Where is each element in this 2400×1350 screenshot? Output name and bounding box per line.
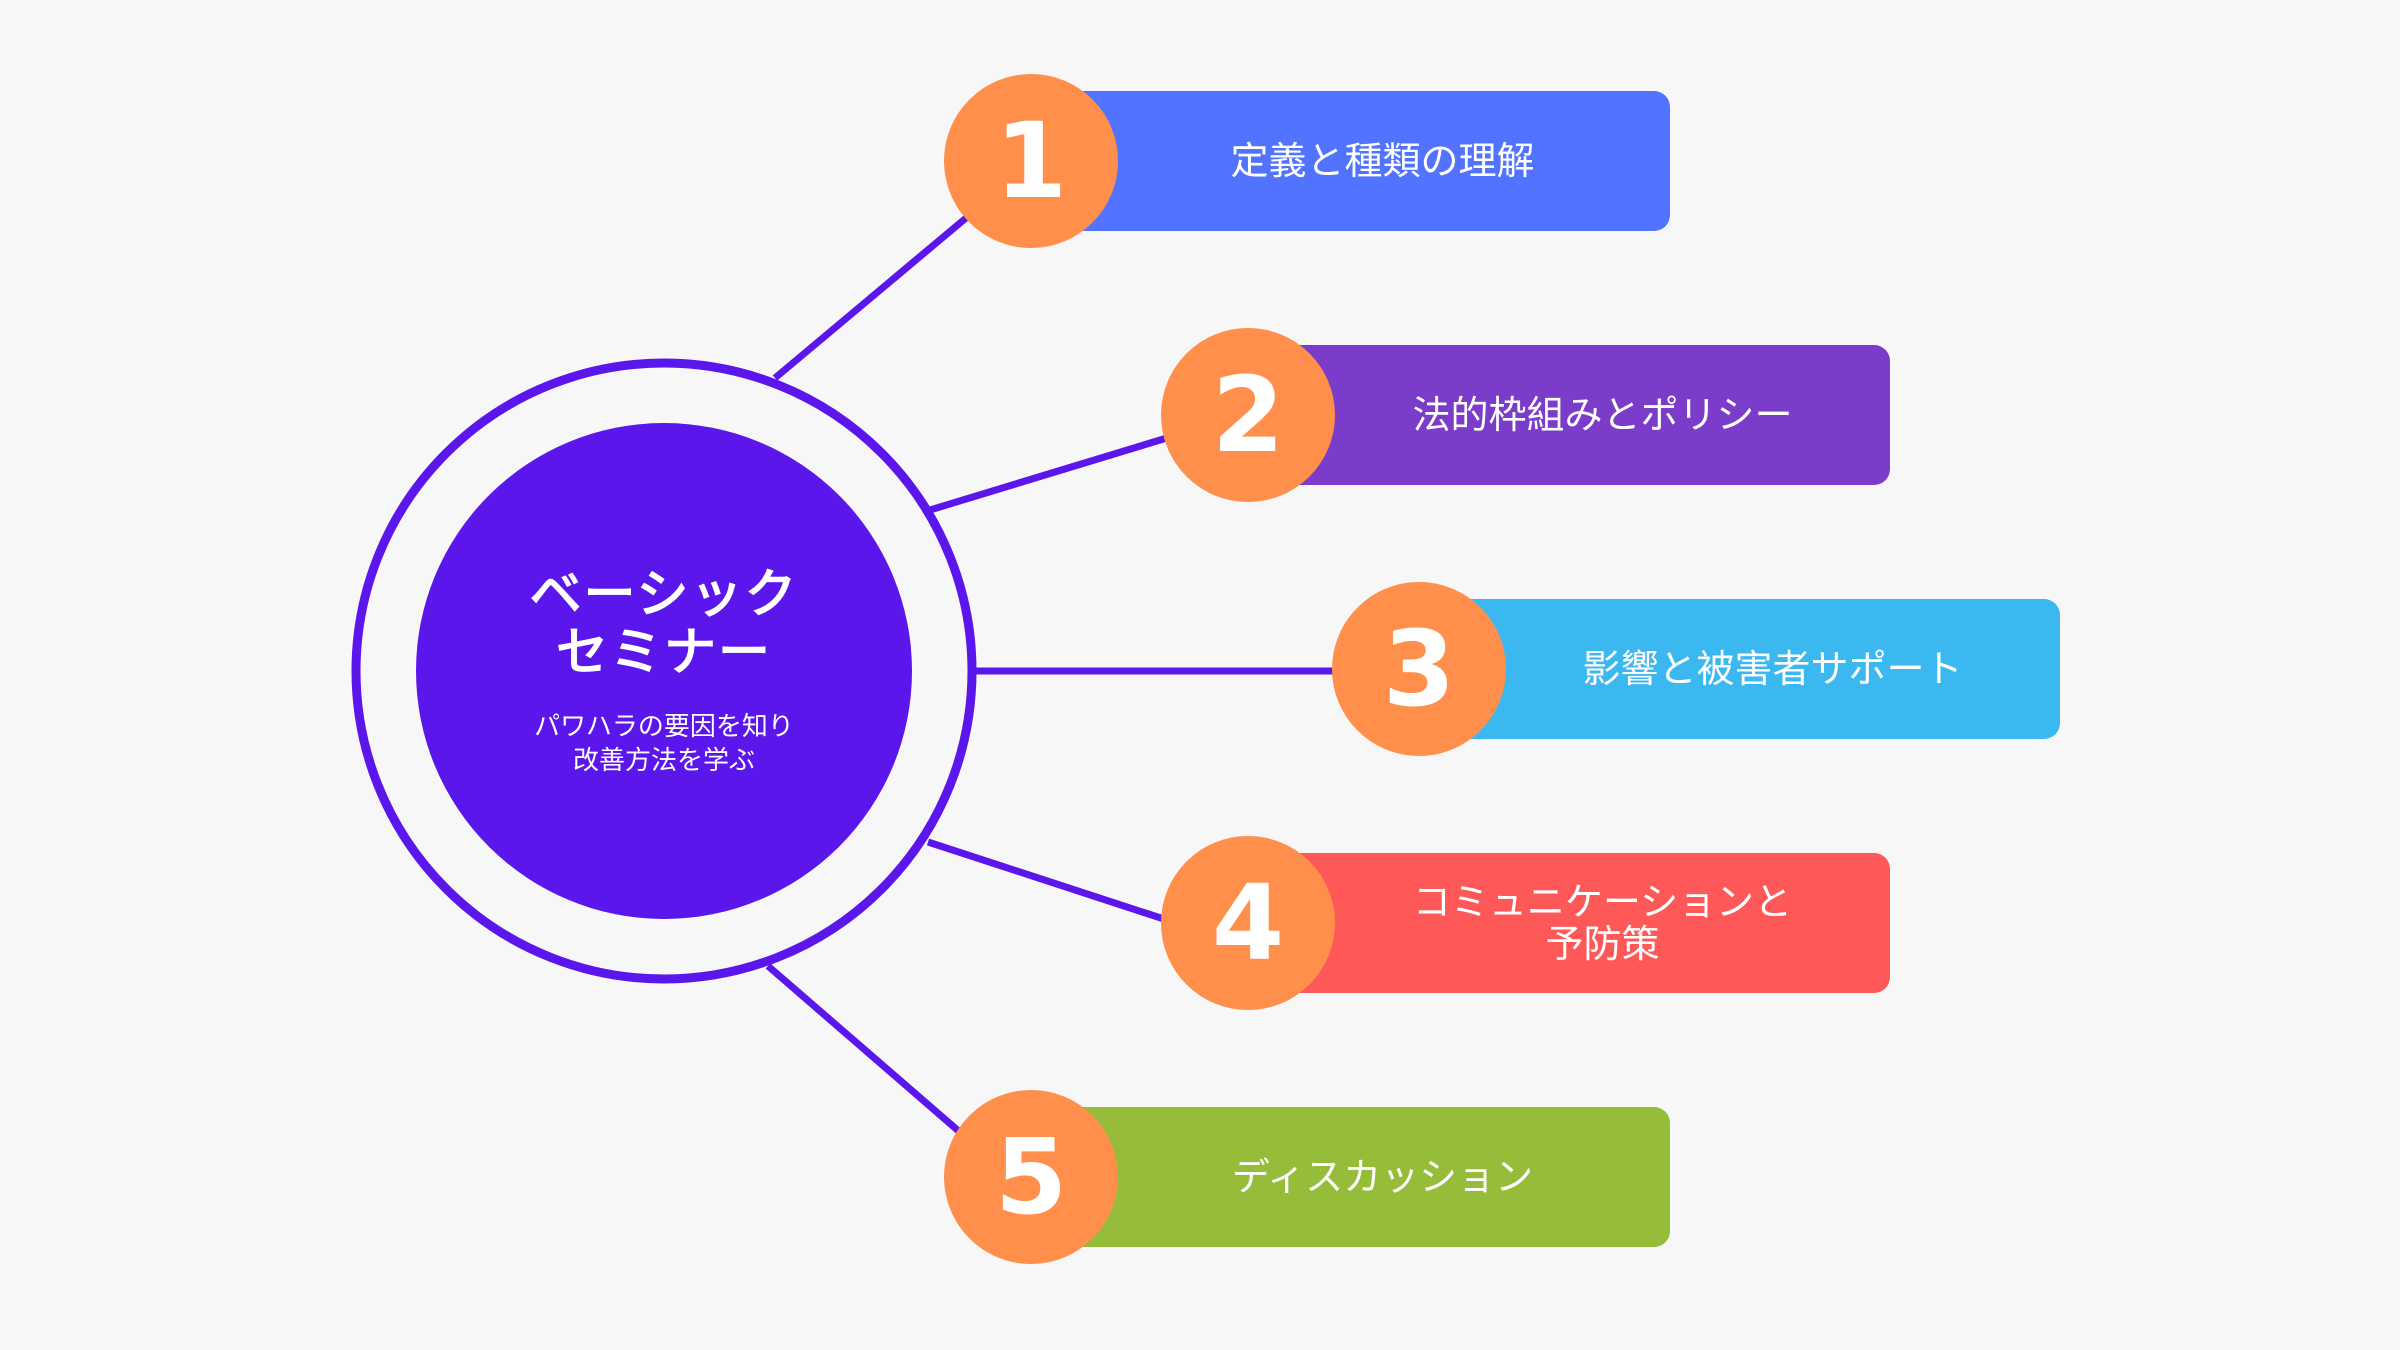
- item-4-label-box: コミュニケーションと 予防策: [1265, 853, 1890, 993]
- item-2-label-box: 法的枠組みとポリシー: [1265, 345, 1890, 485]
- item-3-label-box: 影響と被害者サポート: [1435, 599, 2060, 739]
- item-1-number-badge: 1: [944, 74, 1118, 248]
- connector-line-2: [928, 433, 1172, 514]
- center-subtitle: パワハラの要因を知り 改善方法を学ぶ: [534, 712, 794, 776]
- center-title: ベーシック セミナー: [529, 565, 799, 683]
- item-2-number-badge: 2: [1161, 328, 1335, 502]
- connector-line-5: [765, 963, 965, 1137]
- item-5-label-box: ディスカッション: [1045, 1107, 1670, 1247]
- center-outer-ring: [351, 358, 977, 984]
- center-circle: [416, 423, 912, 919]
- connector-line-1: [772, 215, 969, 381]
- item-5-number-badge: 5: [944, 1090, 1118, 1264]
- connector-lines: [765, 215, 1335, 1137]
- connector-line-4: [926, 838, 1172, 925]
- item-1-label-box: 定義と種類の理解: [1045, 91, 1670, 231]
- item-4-number-badge: 4: [1161, 836, 1335, 1010]
- item-3-number-badge: 3: [1332, 582, 1506, 756]
